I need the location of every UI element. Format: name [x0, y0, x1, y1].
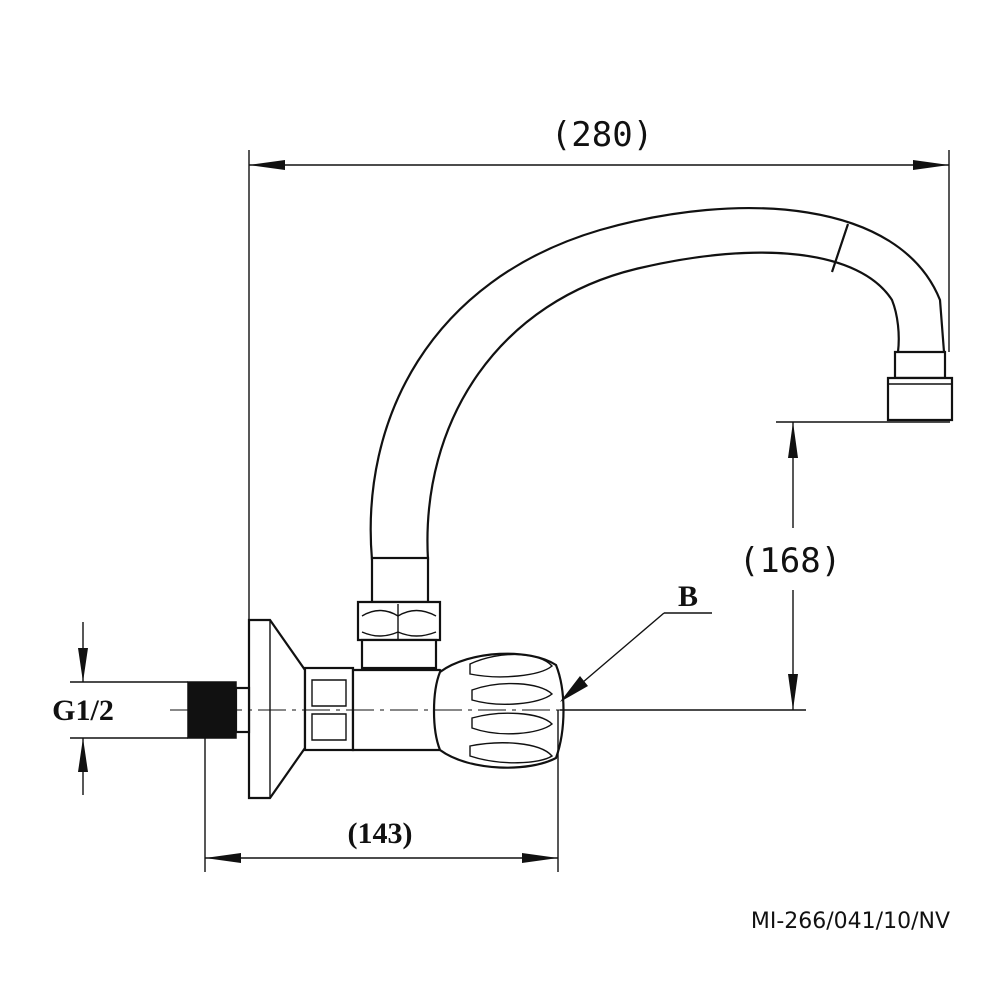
- wall-flange: [247, 618, 307, 800]
- dimension-168: (168): [739, 421, 950, 710]
- callout-b-label: B: [678, 580, 698, 613]
- dimension-280-label: (280): [551, 115, 653, 155]
- dimension-thread: G1/2: [52, 622, 188, 795]
- dimension-280: (280): [249, 115, 950, 352]
- spout-pipe: [356, 207, 954, 670]
- dimension-168-label: (168): [739, 541, 841, 581]
- callout-b: B: [560, 580, 712, 702]
- valve-body: [303, 666, 455, 752]
- dimension-143-label: (143): [348, 817, 413, 850]
- dimension-143: (143): [204, 710, 559, 872]
- thread-size-label: G1/2: [52, 694, 114, 727]
- handle-knob: [432, 652, 565, 769]
- drawing-code: MI-266/041/10/NV: [751, 909, 950, 934]
